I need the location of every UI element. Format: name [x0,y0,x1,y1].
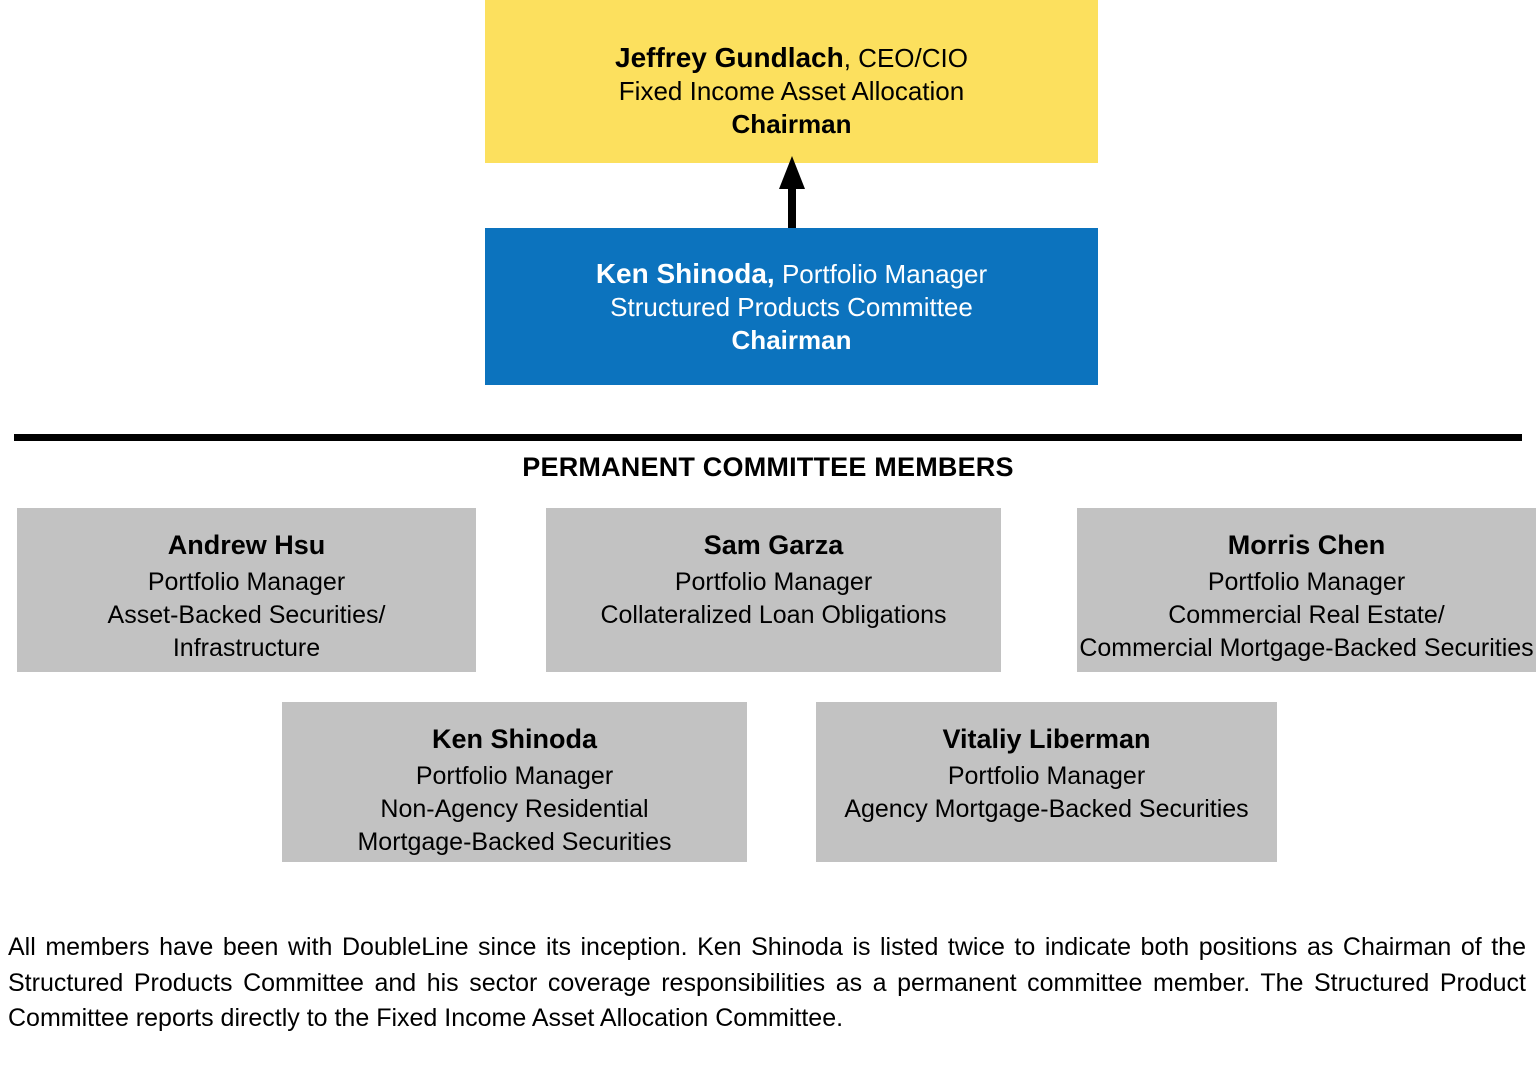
member-detail-line: Commercial Real Estate/ [1168,601,1445,630]
member-detail-line: Commercial Mortgage-Backed Securities [1079,634,1534,663]
member-card: Vitaliy Liberman Portfolio Manager Agenc… [816,702,1277,862]
footnote-text: All members have been with DoubleLine si… [8,930,1526,1037]
section-divider [14,434,1522,441]
member-detail-line: Portfolio Manager [947,761,1146,790]
member-detail-line: Mortgage-Backed Securities [357,828,672,857]
member-detail-line: Non-Agency Residential [380,795,649,824]
node-fixed-income-asset-allocation-chairman: Jeffrey Gundlach, CEO/CIO Fixed Income A… [485,0,1098,163]
node-person-name: Ken Shinoda, [595,257,775,289]
member-detail-line: Portfolio Manager [674,567,873,596]
member-detail-line: Infrastructure [172,634,321,663]
member-name: Vitaliy Liberman [942,724,1151,754]
member-card: Morris Chen Portfolio Manager Commercial… [1077,508,1536,672]
member-detail-line: Portfolio Manager [1207,567,1406,596]
section-heading-permanent-committee-members: PERMANENT COMMITTEE MEMBERS [522,452,1014,482]
footnote-body: All members have been with DoubleLine si… [8,933,1526,1032]
member-name: Ken Shinoda [431,724,597,754]
member-card: Andrew Hsu Portfolio Manager Asset-Backe… [17,508,476,672]
arrow-up-icon [779,156,805,232]
node-structured-products-committee-chairman: Ken Shinoda, Portfolio Manager Structure… [485,228,1098,385]
node-committee: Structured Products Committee [610,292,973,323]
node-person-role: Portfolio Manager [774,258,988,289]
node-person-name: Jeffrey Gundlach [615,41,844,73]
member-name: Andrew Hsu [167,530,326,560]
node-name-line: Jeffrey Gundlach, CEO/CIO [615,40,968,76]
member-detail-line: Agency Mortgage-Backed Securities [844,795,1249,824]
node-title: Chairman [731,325,852,356]
member-name: Sam Garza [703,530,844,560]
member-detail-line: Portfolio Manager [415,761,614,790]
node-committee: Fixed Income Asset Allocation [618,76,965,107]
member-card: Ken Shinoda Portfolio Manager Non-Agency… [282,702,747,862]
member-name: Morris Chen [1227,530,1386,560]
member-detail-line: Portfolio Manager [147,567,346,596]
node-title: Chairman [731,109,852,140]
node-name-line: Ken Shinoda, Portfolio Manager [596,256,987,292]
member-card: Sam Garza Portfolio Manager Collateraliz… [546,508,1001,672]
member-detail-line: Collateralized Loan Obligations [600,601,947,630]
member-detail-line: Asset-Backed Securities/ [107,601,386,630]
node-person-role: , CEO/CIO [843,42,968,73]
